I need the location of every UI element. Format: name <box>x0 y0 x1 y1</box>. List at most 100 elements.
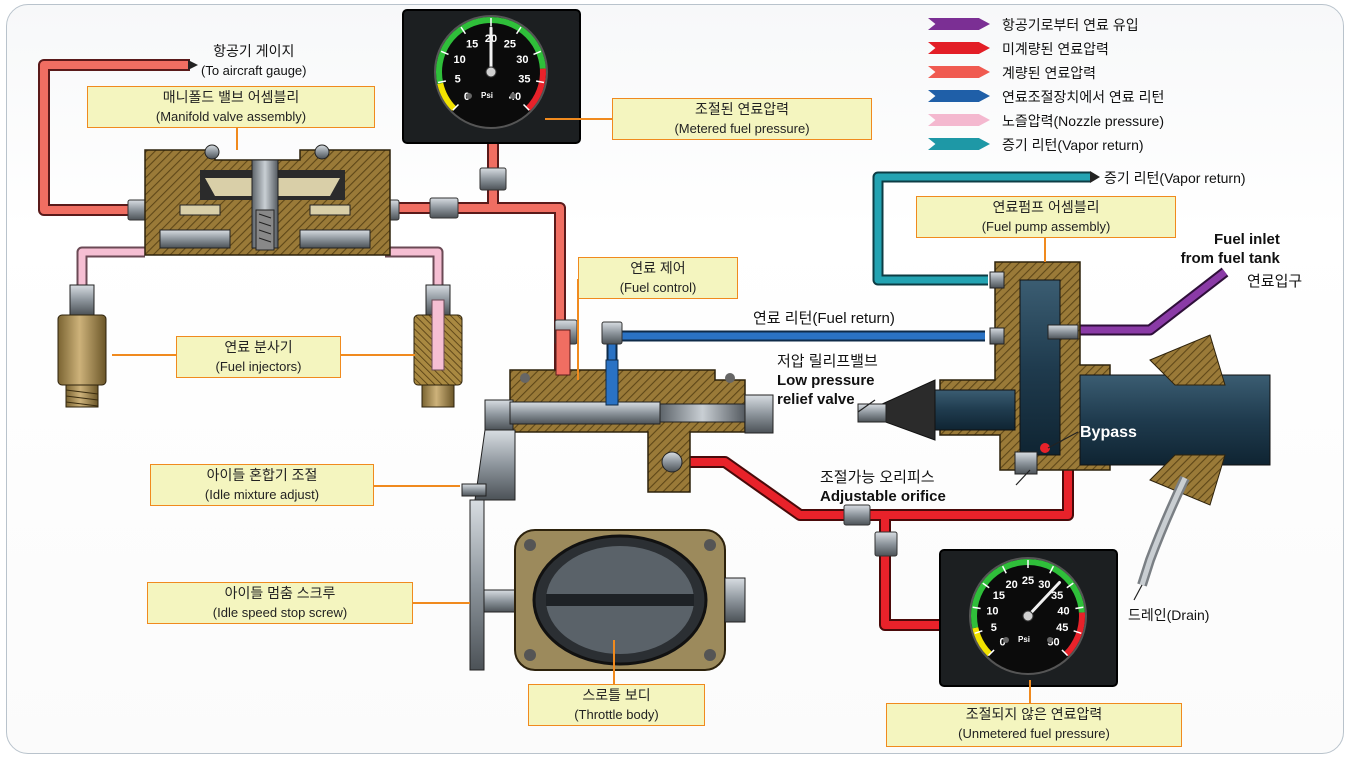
fuel-pump-drawing <box>857 261 1271 587</box>
legend-swatch-arrow-icon <box>928 114 990 126</box>
gauge-tick-label: 35 <box>1051 590 1063 602</box>
gauge-tick-label: 15 <box>993 590 1005 602</box>
callout-fuel-control: 연료 제어 (Fuel control) <box>578 257 738 299</box>
gauge-tick-label: 25 <box>504 39 516 51</box>
annotation-leaders <box>857 399 1143 601</box>
legend-label: 미계량된 연료압력 <box>1002 41 1109 57</box>
gauge-tick <box>522 103 530 111</box>
legend-swatch-arrow-icon <box>928 18 990 30</box>
legend-item: 증기 리턴(Vapor return) <box>928 132 1228 156</box>
gauge-range-band <box>972 626 993 657</box>
callout-throttle-body: 스로틀 보디 (Throttle body) <box>528 684 705 726</box>
gauge-hub <box>485 66 497 78</box>
gauge-hub <box>1022 610 1034 622</box>
legend-label: 증기 리턴(Vapor return) <box>1002 137 1144 153</box>
annotation-drain: 드레인(Drain) <box>1128 607 1210 623</box>
legend-label: 계량된 연료압력 <box>1002 65 1097 81</box>
gauge-arrow-icon <box>188 60 198 70</box>
gauge-tick <box>982 582 990 589</box>
annotation-aircraft-gauge: 항공기 게이지 (To aircraft gauge) <box>201 43 307 78</box>
nozzle-pressure-line <box>76 246 444 285</box>
gauge-range-band <box>1063 612 1085 657</box>
annotation-adjustable-orifice: 조절가능 오리피스 Adjustable orifice <box>820 469 946 505</box>
gauge-tick-label: 20 <box>1006 579 1018 591</box>
legend-label: 항공기로부터 연료 유입 <box>1002 17 1139 33</box>
gauge-screw <box>1003 637 1009 643</box>
manifold-valve-drawing <box>144 144 391 256</box>
annotation-fuel-return: 연료 리턴(Fuel return) <box>753 310 895 327</box>
annotation-relief-valve: 저압 릴리프밸브 Low pressure relief valve <box>777 353 878 408</box>
gauge-tick <box>535 80 545 84</box>
gauge-tick-label: 10 <box>986 605 998 617</box>
callout-manifold-valve: 매니폴드 밸브 어셈블리 (Manifold valve assembly) <box>87 86 375 128</box>
annotation-fuel-inlet: Fuel inlet from fuel tank <box>1180 231 1280 267</box>
gauge-range-band <box>437 82 457 111</box>
gauge-tick-label: 0 <box>999 636 1005 648</box>
gauge-tick <box>1049 565 1055 574</box>
gauge-screw <box>510 93 516 99</box>
gauge-screw <box>466 93 472 99</box>
gauge-tick <box>972 606 981 610</box>
gauge-tick <box>460 26 467 35</box>
fuel-injector-left-drawing <box>57 284 107 408</box>
gauge-tick-label: 45 <box>1056 622 1068 634</box>
legend-swatch-arrow-icon <box>928 90 990 102</box>
legend-label: 연료조절장치에서 연료 리턴 <box>1002 89 1165 105</box>
gauge-tick-label: 35 <box>518 74 530 86</box>
gauge-tick <box>1001 565 1007 574</box>
legend-item: 노즐압력(Nozzle pressure) <box>928 108 1228 132</box>
gauge-tick-label: 30 <box>1038 579 1050 591</box>
legend-item: 계량된 연료압력 <box>928 60 1228 84</box>
legend-swatch-arrow-icon <box>928 66 990 78</box>
callout-idle-mixture: 아이들 혼합기 조절 (Idle mixture adjust) <box>150 464 374 506</box>
legend-item: 연료조절장치에서 연료 리턴 <box>928 84 1228 108</box>
gauge-tick-label: 30 <box>516 54 528 66</box>
annotation-bypass: Bypass <box>1080 424 1137 441</box>
idle-linkage-drawing <box>461 429 525 671</box>
metered-gauge-marks: 0510152025303540Psi <box>436 17 546 111</box>
gauge-range-band <box>525 68 546 111</box>
fuel-inlet-line <box>1080 267 1229 336</box>
legend-item: 항공기로부터 연료 유입 <box>928 12 1228 36</box>
gauge-tick <box>515 26 522 35</box>
gauge-range-band <box>436 17 546 84</box>
gauge-tick <box>1066 582 1074 589</box>
gauge-unit-label: Psi <box>481 91 493 100</box>
legend-swatch-arrow-icon <box>928 42 990 54</box>
callout-unmetered-pressure: 조절되지 않은 연료압력 (Unmetered fuel pressure) <box>886 703 1182 747</box>
gauge-unit-label: Psi <box>1018 635 1030 644</box>
fuel-injector-right-drawing <box>413 284 463 408</box>
vapor-arrow-icon <box>1090 171 1100 183</box>
gauge-tick <box>440 50 449 56</box>
gauge-tick-label: 5 <box>455 74 461 86</box>
gauge-tick-label: 10 <box>453 54 465 66</box>
gauge-needle <box>1026 580 1061 618</box>
gauge-tick-label: 40 <box>1057 605 1069 617</box>
gauge-tick-label: 15 <box>466 39 478 51</box>
gauge-tick-label: 25 <box>1022 575 1034 587</box>
annotation-fuel-inlet-ko: 연료입구 <box>1247 273 1303 290</box>
callout-fuel-injectors: 연료 분사기 (Fuel injectors) <box>176 336 341 378</box>
callout-idle-speed: 아이들 멈춤 스크루 (Idle speed stop screw) <box>147 582 413 624</box>
throttle-body-drawing <box>514 529 746 671</box>
gauge-tick <box>1073 630 1082 635</box>
gauge-tick-label: 5 <box>991 622 997 634</box>
legend-swatch-arrow-icon <box>928 138 990 150</box>
gauge-tick <box>533 50 542 56</box>
callout-fuel-pump: 연료펌프 어셈블리 (Fuel pump assembly) <box>916 196 1176 238</box>
gauge-range-band <box>970 559 1085 629</box>
fuel-control-drawing <box>484 329 774 493</box>
gauge-tick <box>974 630 983 635</box>
callout-metered-pressure: 조절된 연료압력 (Metered fuel pressure) <box>612 98 872 140</box>
legend-item: 미계량된 연료압력 <box>928 36 1228 60</box>
gauge-tick <box>1061 649 1069 657</box>
gauge-tick <box>987 649 995 657</box>
gauge-tick <box>452 103 460 111</box>
gauge-screw <box>1047 637 1053 643</box>
legend-label: 노즐압력(Nozzle pressure) <box>1002 113 1164 129</box>
gauge-tick <box>1075 606 1084 610</box>
